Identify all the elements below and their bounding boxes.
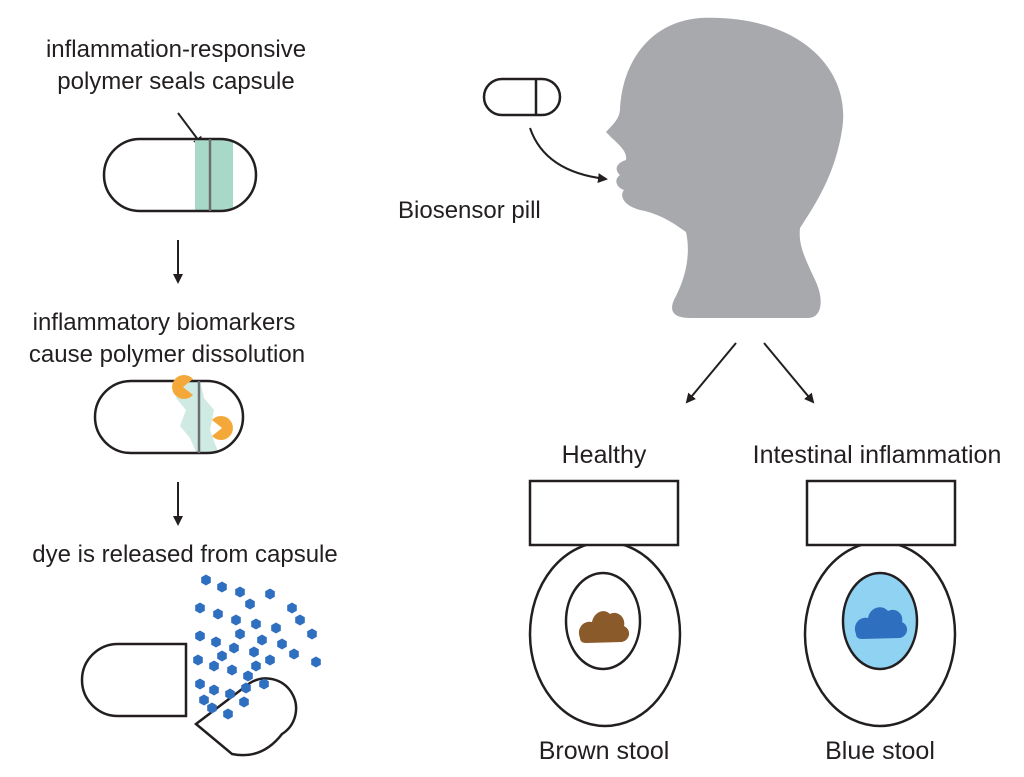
dye-particle	[289, 648, 299, 660]
dye-particle	[217, 650, 227, 662]
capsule-cap-half	[193, 677, 298, 757]
brown-stool	[578, 611, 630, 643]
dye-particle	[223, 708, 233, 720]
toilet-healthy	[528, 479, 682, 728]
dye-particle	[259, 678, 269, 690]
dye-particle	[265, 654, 275, 666]
step1-label-line1: inflammation-responsive	[46, 36, 306, 63]
human-head-silhouette	[606, 17, 844, 318]
dye-particle	[235, 586, 245, 598]
dye-particle	[231, 614, 241, 626]
brown-stool-label: Brown stool	[539, 737, 670, 765]
blue-stool-label: Blue stool	[825, 737, 935, 765]
dissolving-capsule	[93, 375, 245, 455]
blue-stool	[854, 607, 908, 639]
biosensor-pill-icon	[482, 77, 562, 117]
toilet-inflamed	[803, 479, 957, 728]
step3-label: dye is released from capsule	[32, 541, 337, 568]
healthy-label: Healthy	[562, 441, 647, 469]
dye-particle	[287, 602, 297, 614]
toilet-tank-healthy	[528, 479, 680, 547]
released-dye-particles	[193, 574, 321, 720]
inflamed-label: Intestinal inflammation	[753, 441, 1002, 469]
dye-particle	[249, 646, 259, 658]
arrow-to-inflamed	[763, 342, 815, 404]
dye-particle	[213, 608, 223, 620]
dye-particle	[195, 602, 205, 614]
dye-particle	[239, 696, 249, 708]
dye-particle	[229, 642, 239, 654]
dye-particle	[201, 574, 211, 586]
dye-particle	[295, 614, 305, 626]
dye-particle	[209, 660, 219, 672]
step2-label-line1: inflammatory biomarkers	[33, 309, 296, 336]
dye-particle	[227, 664, 237, 676]
dissolving-polymer	[176, 381, 218, 452]
dye-particle	[251, 618, 261, 630]
dye-particle	[217, 581, 227, 593]
dye-particle	[265, 588, 275, 600]
dye-particle	[257, 634, 267, 646]
dye-particle	[207, 702, 217, 714]
arrow-to-healthy	[685, 342, 737, 404]
step1-label-line2: polymer seals capsule	[57, 68, 294, 95]
polymer-seal-band	[195, 139, 233, 211]
dye-particle	[271, 622, 281, 634]
dye-particle	[243, 670, 253, 682]
pill-label: Biosensor pill	[398, 197, 541, 224]
dye-particle	[193, 654, 203, 666]
toilet-tank-inflamed	[805, 479, 957, 547]
dye-particle	[307, 628, 317, 640]
dye-particle	[241, 682, 251, 694]
dye-particle	[235, 628, 245, 640]
dye-particle	[245, 598, 255, 610]
dye-particle	[251, 660, 261, 672]
dye-particle	[195, 630, 205, 642]
biomarker-2	[212, 416, 233, 441]
dye-particle	[209, 684, 219, 696]
dye-particle	[277, 638, 287, 650]
opened-capsule	[80, 642, 298, 757]
sealed-capsule	[102, 137, 258, 213]
dye-particle	[311, 656, 321, 668]
capsule-body-half	[80, 642, 188, 718]
dye-particle	[199, 694, 209, 706]
dye-particle	[195, 678, 205, 690]
dye-particle	[225, 688, 235, 700]
dye-particle	[211, 636, 221, 648]
swallow-arrow	[529, 127, 608, 184]
biomarker-1	[172, 375, 193, 399]
step2-label-line2: cause polymer dissolution	[29, 341, 305, 368]
